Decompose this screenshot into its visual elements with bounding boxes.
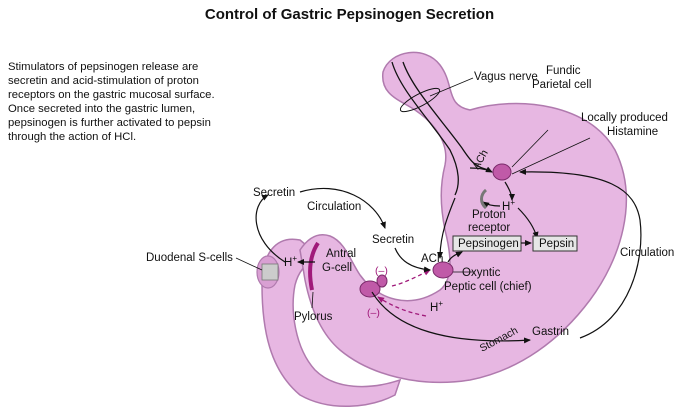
h-plus-low-label: H+: [430, 299, 443, 314]
description-line: Once secreted into the gastric lumen,: [8, 103, 196, 115]
g-cell-label: G-cell: [322, 262, 352, 274]
peptic-cell-label: Peptic cell (chief): [444, 281, 532, 293]
antral-g-cell: [376, 274, 388, 288]
vagus-nerve-loop: [399, 87, 441, 113]
description-line: pepsinogen is further activated to pepsi…: [8, 117, 211, 129]
gastrin-circulation-arrow: [371, 291, 531, 344]
ach-mid-label: ACh: [421, 253, 443, 265]
duodenum-shape: [261, 238, 402, 408]
fundic-label: Fundic: [546, 65, 581, 77]
pepsin-box: [532, 235, 578, 252]
histamine-leader: [511, 137, 591, 175]
parietal-cell-label: Parietal cell: [532, 79, 591, 91]
secretin-mid-label: Secretin: [372, 234, 414, 246]
description-line: secretin and acid-stimulation of proton: [8, 75, 199, 87]
proton-receptor-label-2: receptor: [468, 222, 510, 234]
inhibit-minus-1: (–): [375, 265, 388, 277]
description-text: Stimulators of pepsinogen release are se…: [8, 60, 278, 144]
vagus-nerve-label: Vagus nerve: [474, 71, 538, 83]
vagus-nerve-line: [391, 61, 459, 196]
stomach-shape: [299, 51, 627, 384]
s-cells-marker: [261, 263, 279, 281]
pylorus-ring: [308, 241, 320, 291]
histamine-label-2: Histamine: [607, 126, 658, 138]
pylorus-leader: [311, 291, 314, 309]
s-cells-leader: [235, 257, 263, 271]
hplus-receptor-arrow: [482, 201, 501, 208]
inhibit-minus-2: (–): [367, 307, 380, 319]
oxyntic-to-pepsinogen: [447, 251, 463, 263]
secretin-mid-arrow: [394, 247, 431, 273]
histamine-label-1: Locally produced: [581, 112, 668, 124]
h-plus-top-label: H+: [502, 198, 515, 213]
description-line: receptors on the gastric mucosal surface…: [8, 89, 215, 101]
parietal-leader: [511, 129, 549, 168]
antral-label: Antral: [326, 248, 356, 260]
circulation-left-label: Circulation: [307, 201, 361, 213]
oxyntic-cell: [432, 261, 454, 279]
parietal-cell: [492, 163, 512, 181]
parietal-hplus-arrow: [504, 181, 515, 201]
secretin-circulation-arrow: [299, 187, 386, 229]
vagus-nerve-line: [402, 61, 491, 171]
proton-receptor-label-1: Proton: [472, 209, 506, 221]
oxyntic-label: Oxyntic: [462, 267, 501, 279]
secretin-circulation-arrow: [255, 194, 286, 263]
antral-g-cell: [359, 280, 381, 298]
h-plus-duodenum-label: H+: [284, 254, 297, 269]
pylorus-label: Pylorus: [294, 311, 333, 323]
pepsinogen-label: Pepsinogen: [458, 238, 519, 250]
ach-arrow-top: [469, 166, 493, 173]
inhibit-arrow: [377, 296, 427, 317]
gastrin-circulation-arrow: [519, 168, 642, 339]
proton-receptor-marker: [480, 188, 488, 210]
circulation-right-label: Circulation: [620, 247, 674, 259]
ach-arrow-mid: [437, 197, 456, 259]
gastrin-label: Gastrin: [532, 326, 569, 338]
duodenal-s-cells-label: Duodenal S-cells: [146, 252, 233, 264]
vagus-leader: [429, 77, 474, 97]
description-line: through the action of HCl.: [8, 131, 137, 143]
diagram-title: Control of Gastric Pepsinogen Secretion: [204, 6, 495, 23]
inhibit-arrow: [391, 269, 431, 287]
description-line: Stimulators of pepsinogen release are: [8, 61, 199, 73]
secretin-left-label: Secretin: [253, 187, 295, 199]
pepsin-label: Pepsin: [539, 238, 574, 250]
